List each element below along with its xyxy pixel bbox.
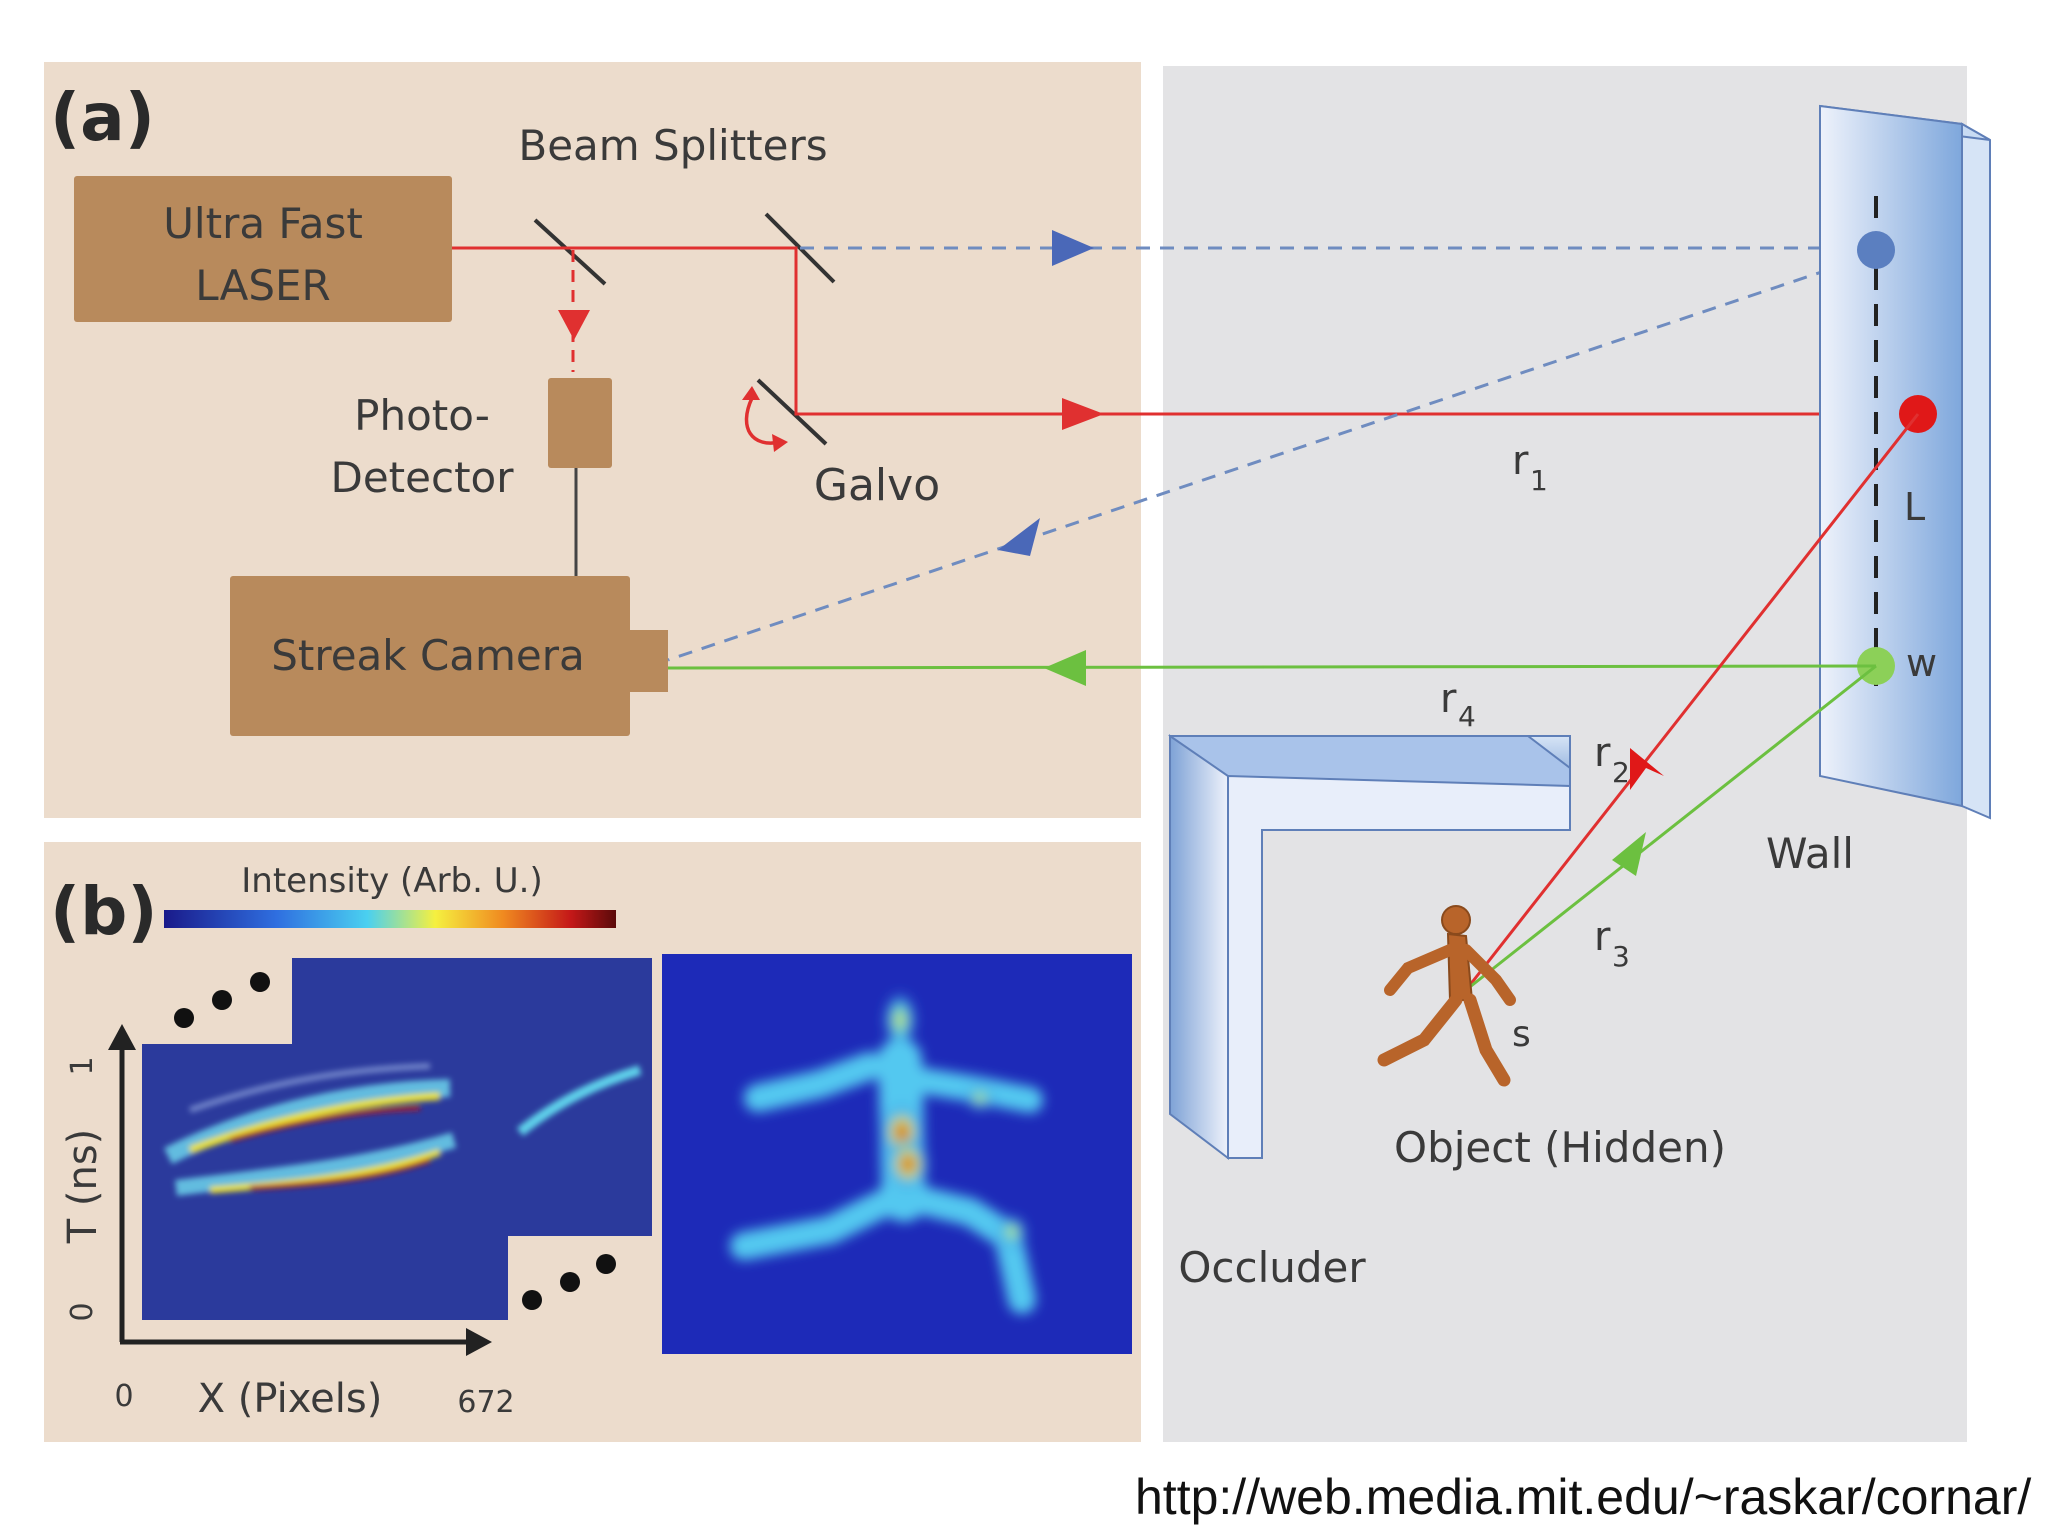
streak-camera-lens	[628, 630, 668, 692]
stack-dot-6	[596, 1254, 616, 1274]
y-tick-1: 1	[65, 1056, 100, 1075]
source-url: http://web.media.mit.edu/~raskar/cornar/	[1135, 1469, 2032, 1525]
y-tick-0: 0	[65, 1302, 100, 1321]
y-axis-arrowhead	[108, 1024, 136, 1050]
reference-return-arrow	[998, 518, 1040, 556]
ray-r3	[1465, 664, 1877, 992]
streak-frame-back-band	[516, 1065, 642, 1136]
galvo-rotation-arrowhead	[742, 386, 760, 400]
r2-label: r	[1594, 730, 1611, 776]
panel-a-label: (a)	[50, 79, 155, 156]
hidden-object-figure	[1377, 905, 1516, 1087]
streak-frame-front-bands	[163, 1063, 457, 1196]
return-beam-r4	[667, 664, 1877, 670]
r2-sub: 2	[1612, 756, 1630, 789]
point-L-label: L	[1904, 485, 1925, 529]
photodetector-label-line1: Photo-	[354, 391, 490, 440]
colorbar-label: Intensity (Arb. U.)	[241, 861, 542, 901]
stack-dot-5	[560, 1272, 580, 1292]
occluder-label: Occluder	[1178, 1243, 1366, 1292]
beam-splitter-1	[533, 218, 607, 286]
x-tick-0: 0	[114, 1379, 133, 1414]
stack-dot-2	[212, 990, 232, 1010]
beam-splitters-label: Beam Splitters	[518, 121, 827, 170]
reference-return-dashed	[667, 252, 1876, 662]
laser-box	[74, 176, 452, 322]
r4-label: r	[1440, 676, 1457, 722]
x-tick-max: 672	[457, 1385, 514, 1420]
galvo-rotation-arrowhead-2	[772, 434, 788, 452]
point-w-label: w	[1906, 641, 1937, 685]
occluder-side-face	[1169, 734, 1229, 1161]
ray-r2	[1464, 413, 1920, 991]
laser-arrow-r1	[1062, 398, 1104, 430]
object-label: Object (Hidden)	[1394, 1123, 1726, 1172]
r1-sub: 1	[1530, 464, 1548, 497]
galvo-label: Galvo	[814, 460, 940, 511]
r4-sub: 4	[1458, 700, 1476, 733]
wall-side	[1961, 122, 1991, 820]
streak-camera-label: Streak Camera	[271, 631, 585, 680]
wall	[1819, 104, 1963, 808]
occluder-front-face	[1227, 774, 1571, 1159]
return-arrow-r4	[1044, 650, 1086, 686]
ray-r3-arrow	[1612, 832, 1646, 876]
r3-label: r	[1594, 914, 1611, 960]
streak-camera-box	[230, 576, 630, 736]
panel-b-label: (b)	[50, 873, 158, 950]
ray-r2-arrow	[1630, 748, 1664, 790]
galvo-rotation-icon	[744, 397, 781, 445]
laser-label-line2: LASER	[195, 261, 330, 310]
wall-label: Wall	[1766, 829, 1854, 878]
x-axis-arrowhead	[466, 1328, 492, 1356]
laser-beam-path	[452, 246, 1898, 416]
wall-reference-point	[1857, 231, 1895, 269]
r3-sub: 3	[1612, 940, 1630, 973]
stack-dot-3	[250, 972, 270, 992]
reconstruction-figure	[730, 990, 1043, 1314]
detector-arrow	[558, 310, 590, 340]
galvo-mirror	[756, 378, 828, 446]
laser-label-line1: Ultra Fast	[163, 199, 363, 248]
stack-dot-1	[174, 1008, 194, 1028]
reference-arrow	[1052, 230, 1094, 266]
photodetector-label-line2: Detector	[330, 453, 514, 502]
stack-dot-4	[522, 1290, 542, 1310]
colorbar	[164, 910, 616, 928]
y-axis-label: T (ns)	[60, 1129, 106, 1245]
x-axis-label: X (Pixels)	[198, 1376, 383, 1422]
point-s-label: s	[1512, 1014, 1531, 1055]
r1-label: r	[1512, 438, 1529, 484]
photodetector-box	[548, 378, 612, 468]
